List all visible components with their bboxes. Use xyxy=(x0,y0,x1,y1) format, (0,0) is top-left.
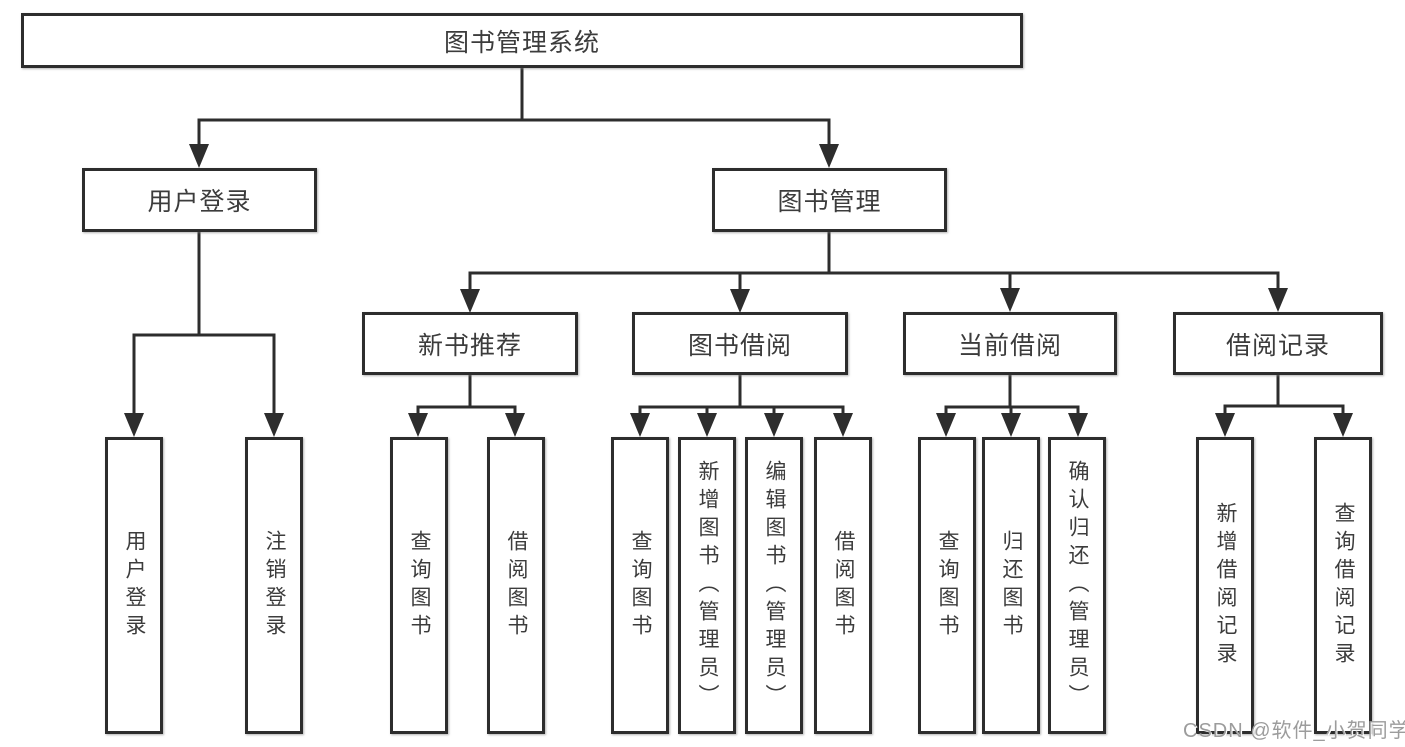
node-book-management: 图书管理 xyxy=(712,168,947,232)
watermark-text: CSDN @软件_小贺同学 xyxy=(1183,720,1405,742)
node-current-borrowing: 当前借阅 xyxy=(903,312,1117,375)
leaf-borrow-books: 借阅图书 xyxy=(814,437,872,734)
leaf-query-books-recommend: 查询图书 xyxy=(390,437,448,734)
node-borrowing-records: 借阅记录 xyxy=(1173,312,1383,375)
leaf-return-books: 归还图书 xyxy=(982,437,1040,734)
leaf-query-borrow-record: 查询借阅记录 xyxy=(1314,437,1372,734)
node-book-borrowing: 图书借阅 xyxy=(632,312,848,375)
leaf-add-books-admin: 新增图书（管理员） xyxy=(678,437,736,734)
leaf-user-login: 用户登录 xyxy=(105,437,163,734)
leaf-query-books-borrowing: 查询图书 xyxy=(611,437,669,734)
node-new-book-recommend: 新书推荐 xyxy=(362,312,578,375)
leaf-add-borrow-record: 新增借阅记录 xyxy=(1196,437,1254,734)
node-library-system: 图书管理系统 xyxy=(21,13,1023,68)
leaf-edit-books-admin: 编辑图书（管理员） xyxy=(745,437,803,734)
leaf-borrow-books-recommend: 借阅图书 xyxy=(487,437,545,734)
leaf-query-books-current: 查询图书 xyxy=(918,437,976,734)
leaf-logout: 注销登录 xyxy=(245,437,303,734)
node-user-login: 用户登录 xyxy=(82,168,317,232)
leaf-confirm-return-admin: 确认归还（管理员） xyxy=(1048,437,1106,734)
